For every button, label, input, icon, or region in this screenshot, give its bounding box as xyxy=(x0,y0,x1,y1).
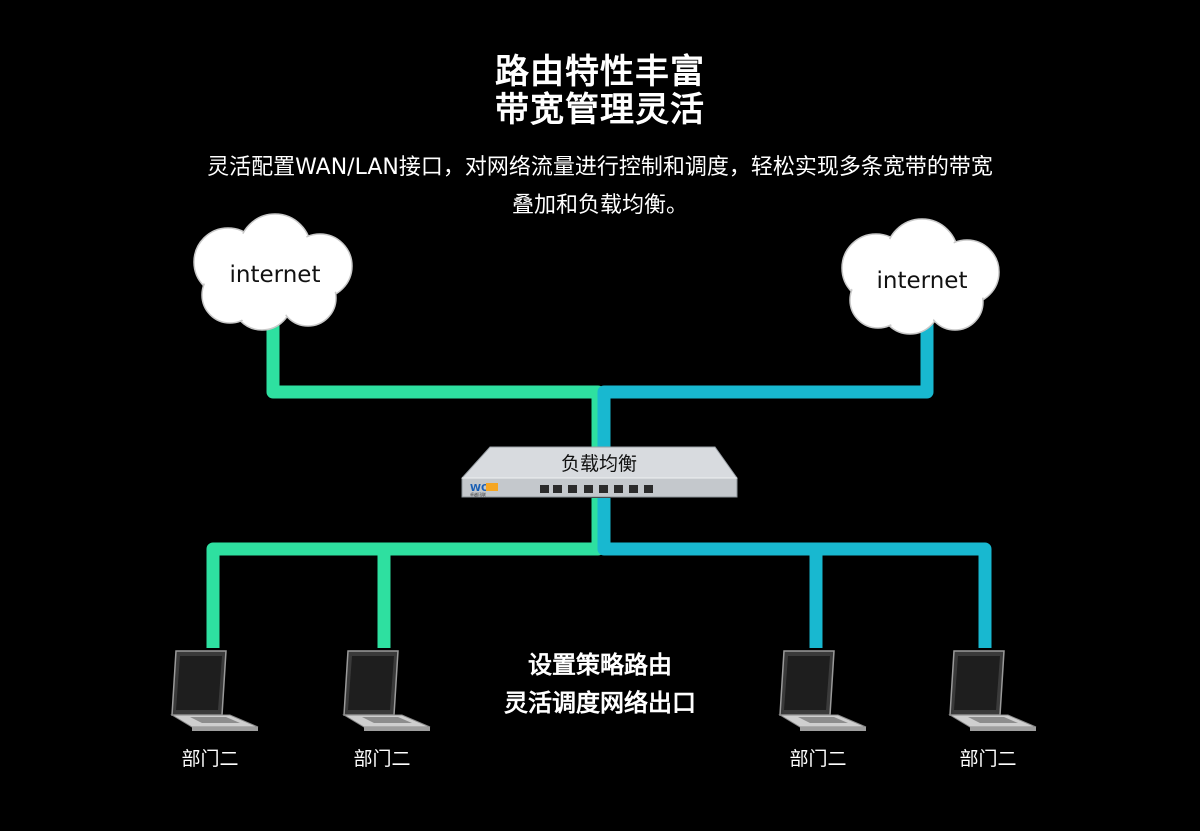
device-brand-subtext: 卓越讯联 xyxy=(470,491,486,497)
department-label: 部门二 xyxy=(959,748,1017,770)
blue-downlink-right xyxy=(597,498,992,648)
laptop-icon xyxy=(170,650,259,731)
heading-line-2: 带宽管理灵活 xyxy=(495,90,705,130)
policy-line-2: 灵活调度网络出口 xyxy=(504,688,696,717)
laptop-icon xyxy=(948,650,1037,731)
blue-uplink xyxy=(597,318,934,455)
department-label: 部门二 xyxy=(789,748,847,770)
device-label: 负载均衡 xyxy=(561,453,637,475)
internet-label-left: internet xyxy=(230,262,321,288)
department-label: 部门二 xyxy=(181,748,239,770)
green-uplink xyxy=(266,318,605,455)
device-brand-logo: WO xyxy=(470,483,490,494)
device-ports xyxy=(540,485,653,493)
internet-cloud-right: internet xyxy=(841,218,1000,335)
internet-label-right: internet xyxy=(877,268,968,294)
heading-line-1: 路由特性丰富 xyxy=(495,52,705,92)
device-brand-badge xyxy=(486,483,498,491)
department-label: 部门二 xyxy=(353,748,411,770)
internet-cloud-left: internet xyxy=(193,213,353,331)
load-balancer-device: 负载均衡 WO 卓越讯联 xyxy=(460,446,738,498)
laptop-icon xyxy=(342,650,431,731)
policy-line-1: 设置策略路由 xyxy=(528,650,672,679)
description-line-1: 灵活配置WAN/LAN接口，对网络流量进行控制和调度，轻松实现多条宽带的带宽 xyxy=(207,155,993,180)
green-downlink-left xyxy=(206,498,605,648)
description-line-2: 叠加和负载均衡。 xyxy=(511,193,688,218)
laptop-icon xyxy=(778,650,867,731)
